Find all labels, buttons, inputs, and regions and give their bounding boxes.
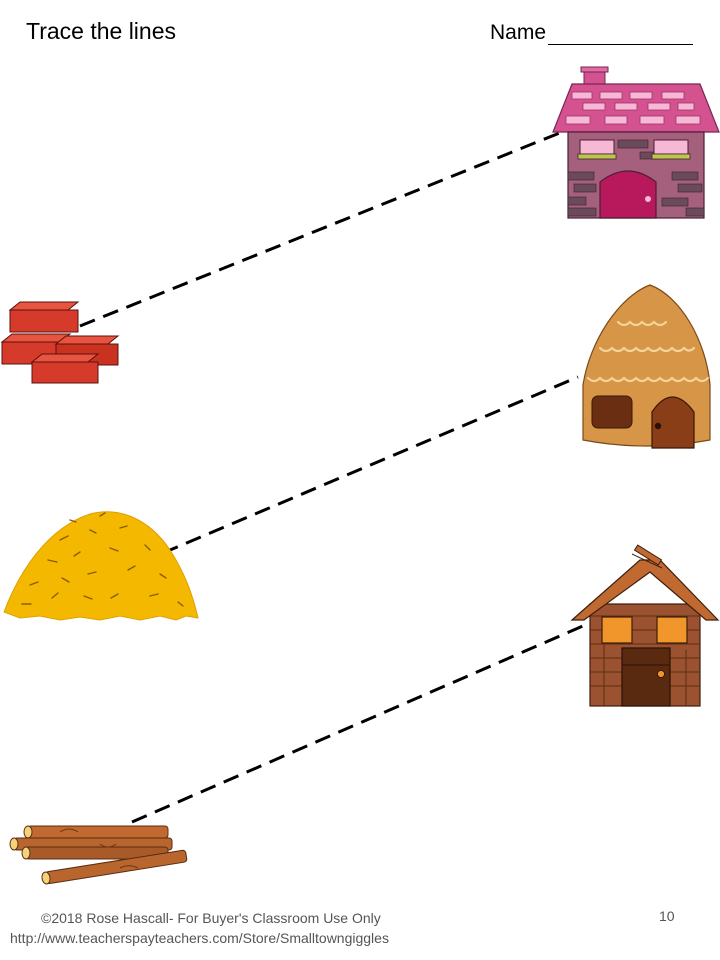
page-title: Trace the lines	[26, 18, 176, 44]
name-field: Name	[490, 21, 694, 45]
brick-house-icon	[552, 66, 720, 219]
trace-line-straw[interactable]	[162, 375, 579, 555]
straw-house-icon	[582, 284, 711, 449]
stick-house-icon	[570, 544, 720, 707]
bricks-icon	[0, 301, 120, 384]
trace-line-sticks[interactable]	[131, 620, 593, 824]
store-url[interactable]: http://www.teacherspayteachers.com/Store…	[10, 930, 389, 946]
sticks-icon	[9, 825, 188, 885]
straw-pile-icon	[3, 511, 199, 621]
copyright-text: ©2018 Rose Hascall- For Buyer's Classroo…	[41, 910, 381, 926]
page-number: 10	[659, 908, 675, 924]
trace-line-bricks[interactable]	[79, 130, 563, 328]
name-underline[interactable]	[548, 23, 694, 45]
name-label: Name	[490, 21, 547, 44]
